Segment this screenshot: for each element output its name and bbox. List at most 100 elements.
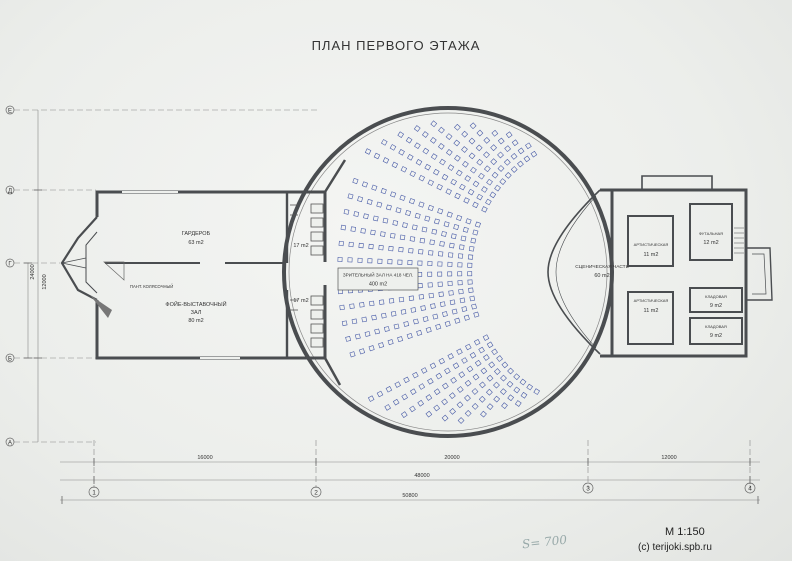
seat: [414, 212, 421, 219]
seat: [437, 143, 445, 150]
seat: [481, 206, 488, 213]
seat: [427, 260, 433, 266]
seat: [458, 288, 464, 295]
seat: [473, 311, 480, 318]
seat: [430, 120, 438, 128]
seat: [357, 196, 364, 203]
seat: [481, 186, 488, 193]
seat: [457, 253, 464, 259]
hall-name: ЗРИТЕЛЬНЫЙ ЗАЛ НА 418 ЧЕЛ.: [343, 271, 413, 278]
seat: [530, 150, 538, 158]
seat: [390, 310, 397, 317]
seat: [413, 318, 419, 325]
seat: [510, 152, 518, 160]
hall-label: ЗРИТЕЛЬНЫЙ ЗАЛ НА 418 ЧЕЛ. 400 m2: [337, 267, 419, 291]
seat: [377, 258, 383, 264]
seat: [424, 163, 431, 171]
seat: [409, 405, 416, 413]
seat: [359, 348, 366, 355]
seat: [427, 271, 433, 277]
seat: [479, 381, 486, 389]
seat: [489, 191, 497, 199]
dim-seg2: 20000: [444, 455, 459, 461]
seat: [442, 382, 449, 390]
art1-area: 11 m2: [644, 252, 659, 258]
seat: [442, 311, 448, 318]
seat: [478, 346, 485, 354]
seat: [416, 329, 423, 336]
axis-grid: [14, 109, 760, 501]
seat: [483, 165, 491, 173]
seat: [447, 261, 453, 267]
seat: [471, 403, 479, 410]
seat: [460, 235, 467, 242]
seat: [456, 214, 463, 221]
seat: [418, 249, 424, 255]
seat: [382, 157, 390, 164]
seat: [499, 388, 507, 396]
dimension-labels: 16000 20000 12000 48000 50800 24000 1200…: [30, 264, 677, 499]
seat: [454, 192, 461, 200]
seat: [493, 395, 501, 403]
seat: [437, 271, 443, 277]
seat: [474, 359, 482, 367]
seat: [463, 314, 470, 321]
seat: [439, 301, 446, 307]
seat: [380, 231, 386, 237]
seat: [483, 136, 491, 144]
seat: [399, 194, 406, 201]
seat: [435, 372, 443, 380]
seat: [431, 228, 438, 235]
axis-label-2: 2: [314, 490, 318, 497]
seat: [486, 403, 494, 411]
seat: [491, 129, 499, 137]
seat: [464, 175, 472, 182]
seat: [480, 410, 487, 418]
seat: [507, 367, 514, 375]
seat: [448, 290, 454, 296]
seat: [347, 257, 353, 263]
seat: [461, 306, 468, 313]
seat: [366, 198, 373, 205]
seat: [405, 210, 412, 217]
wc-bottom-area: 17 m2: [293, 298, 308, 304]
seat: [471, 303, 477, 310]
seat: [387, 339, 394, 346]
seat: [339, 304, 345, 311]
seat: [425, 410, 433, 418]
seat: [457, 417, 465, 424]
seat: [482, 334, 490, 341]
seat: [414, 142, 421, 150]
seat: [385, 386, 393, 393]
seat: [475, 144, 483, 152]
seat: [389, 232, 396, 239]
seat: [465, 218, 472, 225]
seat: [454, 154, 461, 162]
seat: [418, 174, 425, 182]
seat: [471, 388, 479, 395]
dim-left-outer: 24000: [30, 264, 36, 279]
seat: [350, 226, 357, 232]
seat: [437, 261, 443, 267]
seat: [399, 234, 406, 241]
room-labels: ГАРДЕРОБ 63 m2 ФОЙЕ-ВЫСТАВОЧНЫЙ ЗАЛ 80 m…: [130, 231, 727, 339]
seat: [446, 211, 453, 218]
seat: [464, 394, 471, 402]
seat: [427, 282, 433, 288]
seat: [486, 341, 494, 349]
seat: [378, 342, 385, 349]
seat: [429, 137, 437, 144]
west-wing-walls: [95, 190, 327, 360]
seat: [470, 237, 477, 244]
seat: [420, 367, 428, 374]
seat: [444, 320, 451, 327]
seat: [387, 259, 393, 265]
seat: [364, 331, 371, 337]
axis-label-3: 3: [586, 486, 590, 493]
seat: [415, 159, 423, 166]
seat: [506, 380, 514, 388]
seat: [500, 374, 507, 382]
seat: [409, 170, 416, 178]
seat: [403, 376, 410, 384]
